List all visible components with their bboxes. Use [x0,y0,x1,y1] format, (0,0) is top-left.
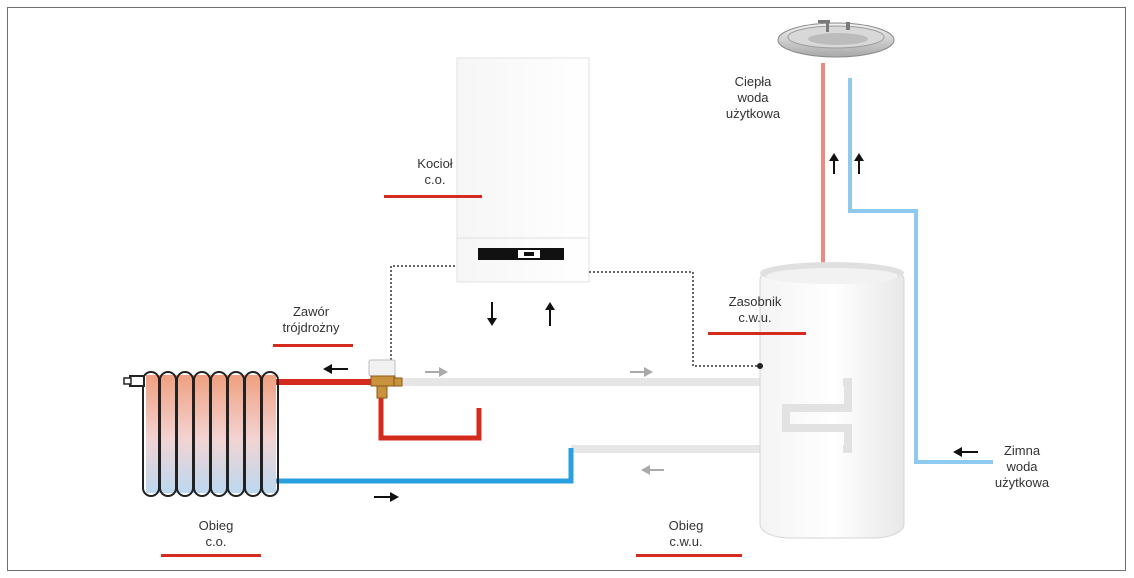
label-dhw-circuit-line1: Obieg [668,518,704,533]
label-valve-line2: trójdrożny [282,320,340,335]
label-boiler-line1: Kocioł [417,156,453,171]
label-tank: Zasobnik c.w.u. [705,294,805,326]
label-cold-water-line3: użytkowa [994,475,1050,490]
label-hot-water-line3: użytkowa [725,106,781,121]
flow-arrow-icon [323,153,978,502]
heating-system-diagram [123,20,993,539]
label-cold-water: Zimna woda użytkowa [976,443,1068,491]
label-cold-water-line2: woda [1006,459,1038,474]
boiler-icon [456,57,590,283]
heating-return-pipe [274,448,574,484]
diagram-frame: Kocioł c.o. Zawór trójdrożny Zasobnik c.… [7,7,1126,571]
label-hot-water-line2: woda [737,90,769,105]
label-boiler-line2: c.o. [424,172,446,187]
label-tank-line2: c.w.u. [738,310,772,325]
label-valve: Zawór trójdrożny [268,304,354,336]
label-valve-underline [273,344,353,347]
label-valve-line1: Zawór [292,304,330,319]
label-heating-circuit-line1: Obieg [198,518,234,533]
label-heating-circuit: Obieg c.o. [174,518,258,550]
washbasin-icon [777,20,895,58]
heating-supply-pipe [276,379,482,441]
label-dhw-circuit-line2: c.w.u. [669,534,703,549]
three-way-valve-icon [368,359,403,399]
label-heating-circuit-underline [161,554,261,557]
label-dhw-circuit-underline [636,554,742,557]
label-dhw-circuit: Obieg c.w.u. [644,518,728,550]
control-wire [390,265,763,369]
label-heating-circuit-line2: c.o. [205,534,227,549]
radiator-icon [123,371,279,497]
label-hot-water-line1: Ciepła [734,74,772,89]
label-cold-water-line1: Zimna [1003,443,1041,458]
label-boiler-underline [384,195,482,198]
label-tank-line1: Zasobnik [728,294,782,309]
label-boiler: Kocioł c.o. [395,156,475,188]
label-hot-water: Ciepła woda użytkowa [711,74,795,122]
label-tank-underline [708,332,806,335]
